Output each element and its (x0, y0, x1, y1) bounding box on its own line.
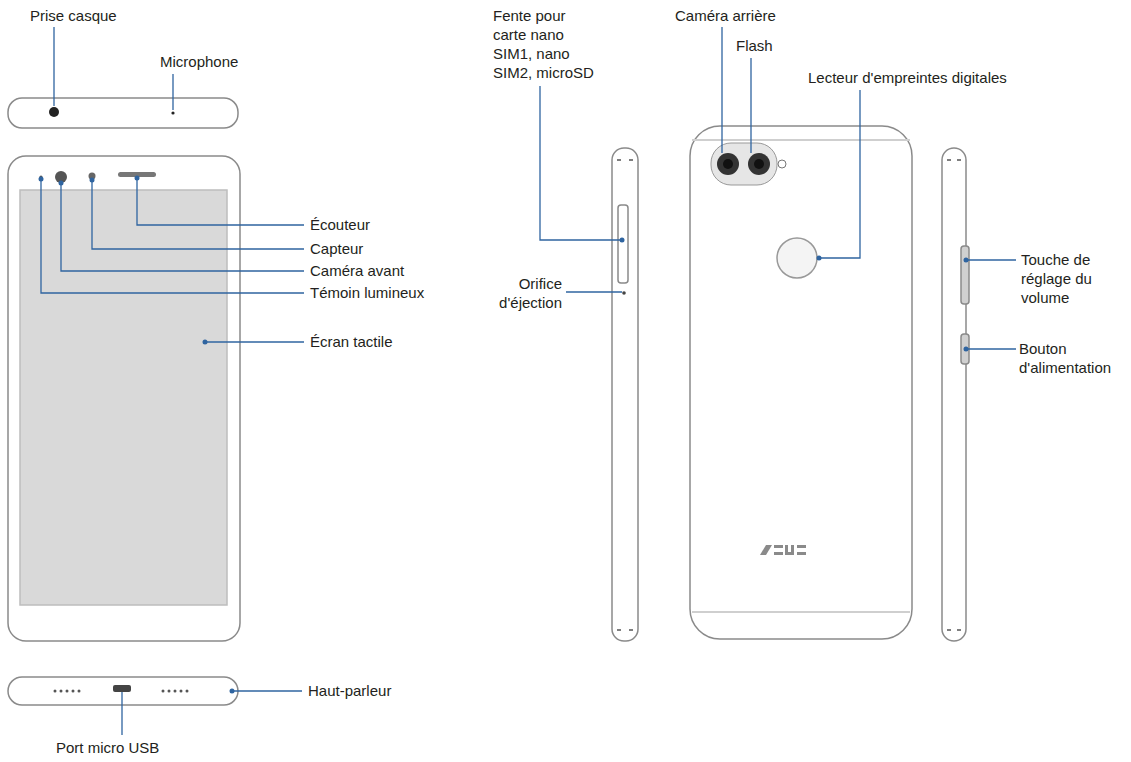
leader-lines (41, 27, 1016, 735)
part-label: Caméra arrière (675, 6, 776, 25)
part-label: Bouton d'alimentation (1019, 339, 1127, 377)
part-label: Écouteur (310, 215, 370, 234)
part-label: Microphone (160, 52, 238, 71)
part-label: Écran tactile (310, 332, 393, 351)
part-label: Port micro USB (56, 738, 159, 757)
part-label: Témoin lumineux (310, 283, 424, 302)
part-label: Touche de réglage du volume (1021, 250, 1121, 307)
part-label: Prise casque (30, 6, 117, 25)
part-label: Fente pour carte nano SIM1, nano SIM2, m… (493, 6, 599, 82)
part-label: Lecteur d'empreintes digitales (808, 68, 1007, 87)
part-label: Flash (736, 36, 773, 55)
brand-logo (760, 545, 806, 555)
part-label: Caméra avant (310, 261, 404, 280)
part-label: Haut-parleur (308, 681, 391, 700)
part-label: Capteur (310, 239, 363, 258)
part-label: Orifice d'éjection (480, 274, 562, 312)
